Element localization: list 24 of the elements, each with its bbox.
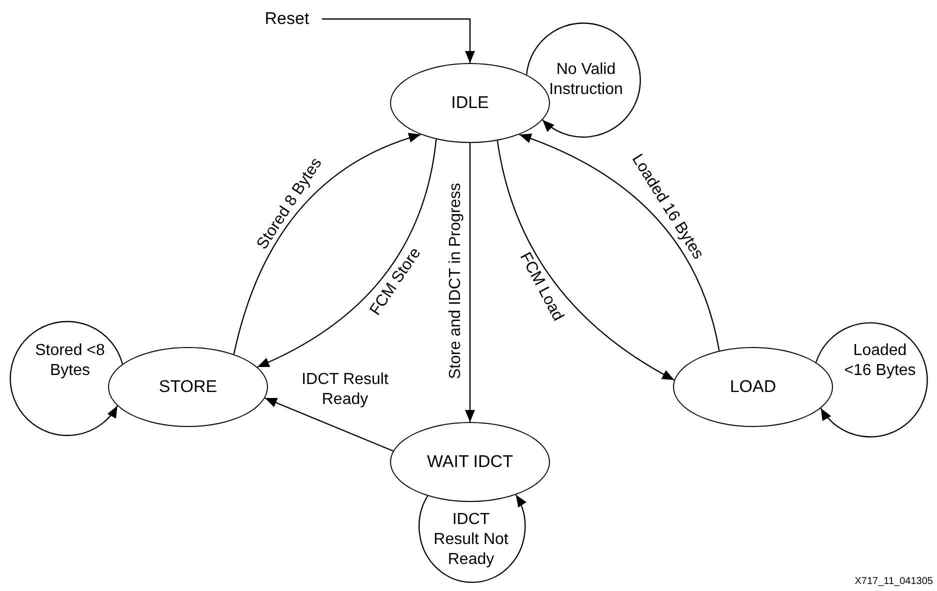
arrow xyxy=(264,397,394,452)
state-ellipse: STORE xyxy=(108,347,268,427)
arrow xyxy=(233,133,421,354)
edge-label: IDCT Result Ready xyxy=(300,370,390,410)
figure-id: X717_11_041305 xyxy=(854,575,933,589)
arrow xyxy=(496,140,674,381)
edge-label: IDCT Result Not Ready xyxy=(433,510,509,570)
arrow xyxy=(257,139,437,368)
input-label: Reset xyxy=(253,8,321,30)
arrow xyxy=(815,322,928,438)
arrow xyxy=(322,18,475,63)
edge-label: Store and IDCT in Progress xyxy=(446,182,465,380)
edge-label: FCM Load xyxy=(515,249,568,325)
state-ellipse: LOAD xyxy=(673,347,833,427)
arrow xyxy=(418,494,526,583)
edge-label: Loaded <16 Bytes xyxy=(843,341,917,381)
arrow xyxy=(519,134,720,351)
state-ellipse: IDLE xyxy=(390,63,550,143)
edge-label: Stored <8 Bytes xyxy=(34,341,106,381)
edge-label: No Valid Instruction xyxy=(548,60,624,100)
state-ellipse: WAIT IDCT xyxy=(390,422,550,502)
arrow xyxy=(10,320,124,436)
arrow xyxy=(526,22,641,138)
arrow xyxy=(465,143,475,422)
